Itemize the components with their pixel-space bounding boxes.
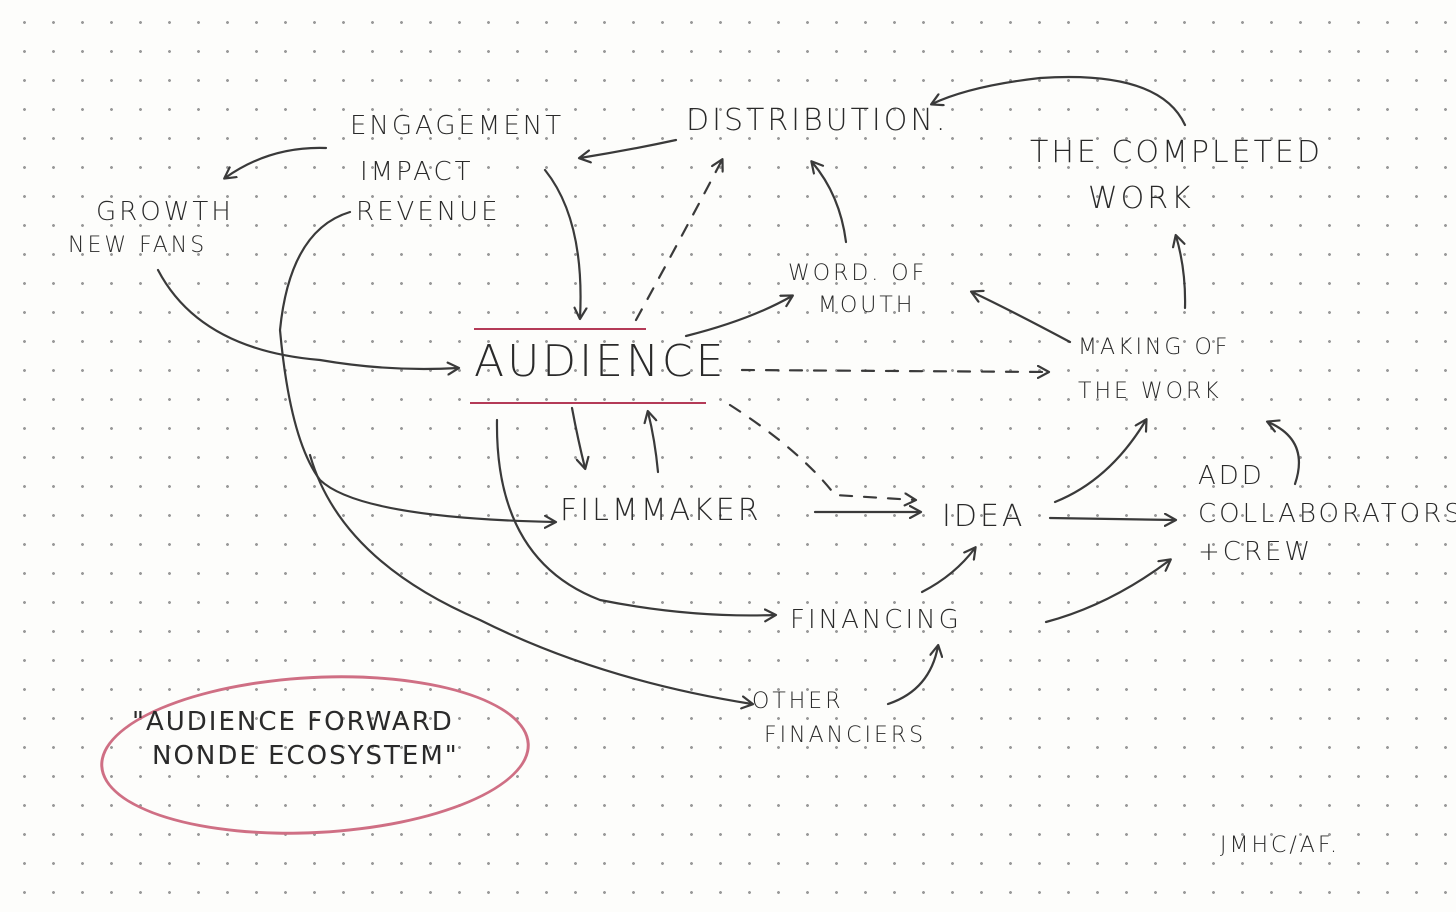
signature: JMHC/AF.	[1220, 833, 1340, 858]
arrow-distribution-to-engagement	[580, 138, 678, 158]
arrow-audience-to-filmmaker	[570, 406, 585, 468]
arrow-engagement-to-growth	[225, 146, 328, 178]
diagram-title-line1: "AUDIENCE FORWARD	[132, 707, 454, 737]
node-growth-line2: NEW FANS	[68, 233, 208, 258]
node-distribution: DISTRIBUTION.	[686, 103, 949, 138]
node-completed-work-line1: THE COMPLETED	[1030, 135, 1323, 170]
node-making-line1: MAKING OF	[1078, 335, 1231, 360]
arrow-making-to-completed	[1176, 236, 1187, 310]
node-engagement: ENGAGEMENT	[350, 111, 565, 141]
arrow-idea-to-making	[1053, 420, 1146, 504]
arrow-audience-to-making-dashed	[740, 370, 1048, 372]
arrow-audience-to-distribution-dashed	[634, 160, 722, 322]
node-filmmaker: FILMMAKER	[560, 493, 762, 528]
arrow-impact-to-audience	[543, 168, 581, 318]
audience-underline-top	[474, 328, 646, 330]
arrow-idea-to-collaborators	[1048, 518, 1175, 520]
node-other-financiers-line2: FINANCIERS	[764, 723, 927, 748]
arrow-collaborators-to-making	[1268, 422, 1300, 486]
node-other-financiers-line1: OTHER	[752, 689, 844, 714]
arrow-financing-to-idea	[920, 548, 975, 594]
arrow-completed-to-distribution	[932, 75, 1187, 127]
arrow-revenue-to-filmmaker	[278, 210, 555, 522]
diagram-title: "AUDIENCE FORWARD NONDE ECOSYSTEM"	[132, 706, 459, 774]
arrow-revenue-to-otherfinanciers	[308, 453, 752, 704]
audience-underline-bottom	[470, 402, 706, 404]
arrow-financing-to-collaborators	[1044, 560, 1170, 624]
arrow-making-to-wordofmouth	[972, 292, 1072, 344]
arrow-audience-to-wordofmouth	[684, 296, 792, 338]
node-collaborators-line2: COLLABORATORS	[1198, 499, 1456, 529]
arrow-audience-to-financing	[495, 418, 775, 615]
arrow-growth-to-audience	[156, 268, 458, 369]
node-impact: IMPACT	[360, 157, 474, 187]
node-idea: IDEA	[942, 499, 1026, 534]
arrow-filmmaker-to-audience	[648, 412, 660, 474]
arrow-otherfinanciers-to-financing	[886, 646, 938, 706]
node-word-of-mouth-line1: WORD. OF	[788, 261, 928, 286]
node-word-of-mouth-line2: MOUTH	[818, 293, 916, 318]
node-growth-line1: GROWTH	[96, 197, 234, 227]
arrow-audience-to-idea-dashed	[728, 403, 915, 500]
node-revenue: REVENUE	[356, 197, 501, 227]
node-making-line2: THE WORK	[1078, 379, 1222, 404]
node-collaborators-line1: ADD	[1198, 461, 1265, 491]
node-completed-work-line2: WORK	[1088, 181, 1194, 216]
arrow-wordofmouth-to-distribution	[812, 162, 848, 244]
node-financing: FINANCING	[790, 605, 962, 635]
node-audience: AUDIENCE	[474, 336, 727, 387]
diagram-title-line2: NONDE ECOSYSTEM"	[152, 740, 459, 771]
node-collaborators-line3: +CREW	[1198, 537, 1314, 567]
